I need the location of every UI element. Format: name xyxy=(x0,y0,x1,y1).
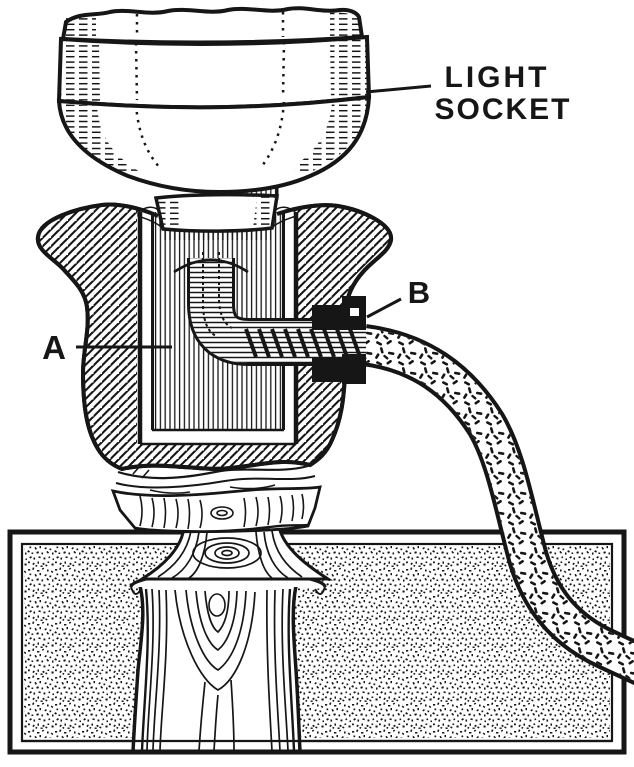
leader-line-b xyxy=(366,297,402,319)
label-light-socket-line1: LIGHT xyxy=(445,61,550,94)
trumpet-grain xyxy=(157,530,303,579)
neck-shade-left xyxy=(158,198,180,228)
leader-line-light-socket xyxy=(365,84,432,94)
column-wood-grain xyxy=(131,585,302,753)
bushing-highlight xyxy=(350,308,359,316)
cord-wire-edge-2 xyxy=(218,252,233,329)
cord-wire-edge-1 xyxy=(202,252,217,337)
neck-shade-right xyxy=(253,197,275,228)
cord-braid-texture xyxy=(361,328,634,681)
wooden-pedestal xyxy=(10,462,624,755)
cord-twist-stripes xyxy=(244,328,362,358)
socket-cap xyxy=(60,6,365,45)
cord-internal-ribs xyxy=(190,258,366,363)
collar-grain xyxy=(139,493,305,530)
label-light-socket-line2: SOCKET xyxy=(434,93,571,126)
cord-internal xyxy=(173,252,366,366)
bushing-bottom-flange xyxy=(342,354,366,384)
foot-fillets xyxy=(130,586,326,595)
cord-top-arch xyxy=(173,258,249,274)
lamp-cord-external xyxy=(360,324,634,686)
cord-bushing xyxy=(312,296,366,384)
body-outline-stroke xyxy=(35,202,393,472)
socket-dotted-highlights xyxy=(134,12,286,169)
light-socket xyxy=(56,6,372,233)
socket-band xyxy=(56,34,372,110)
section-hatching xyxy=(37,204,392,469)
socket-shading xyxy=(60,11,369,176)
label-part-b: B xyxy=(408,275,430,310)
lamp-body-section xyxy=(35,202,393,472)
label-part-a: A xyxy=(42,329,66,366)
collar-bottom-edge xyxy=(134,523,309,534)
neck-cap xyxy=(153,192,280,233)
annotation-labels: LIGHT SOCKET A B xyxy=(42,61,571,366)
